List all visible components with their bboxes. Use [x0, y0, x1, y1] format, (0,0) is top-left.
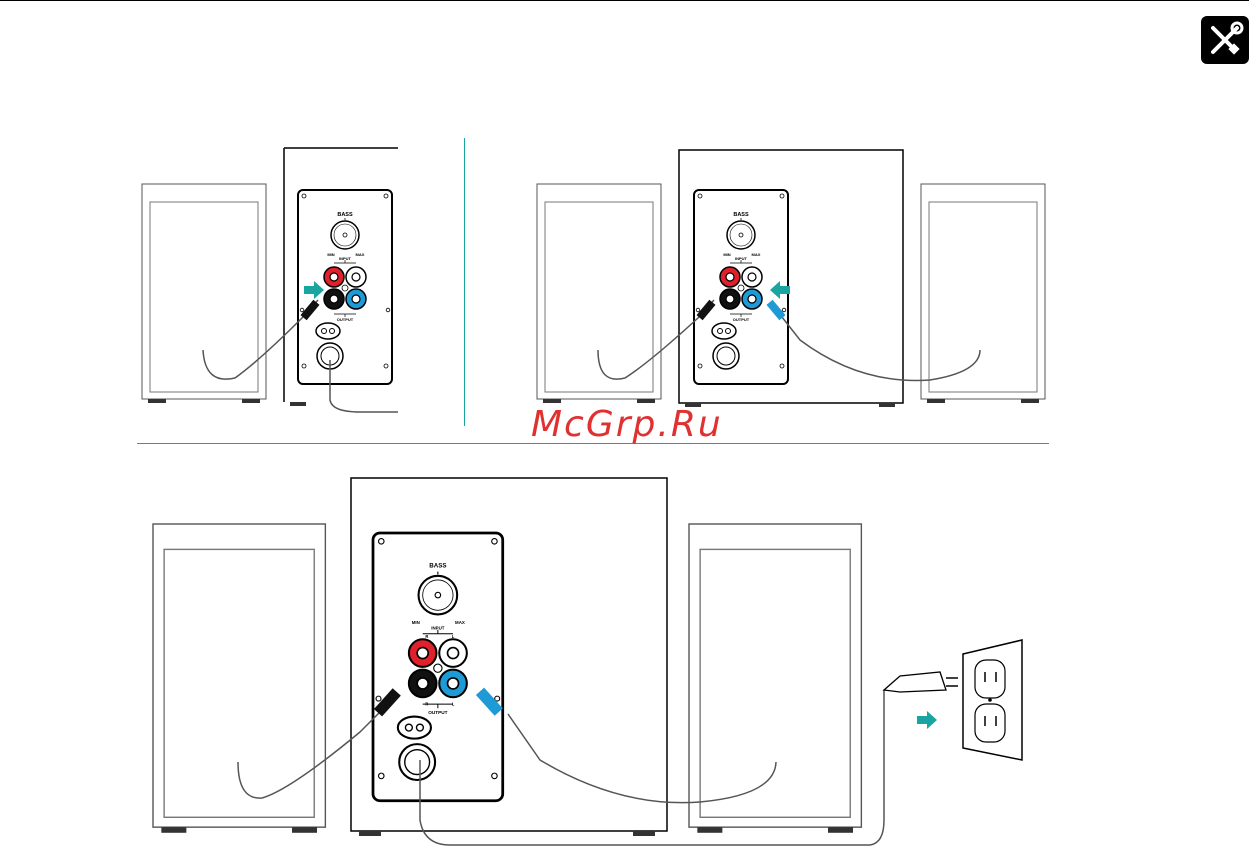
- min-label: MIN: [327, 252, 334, 257]
- min-label: MIN: [723, 252, 730, 257]
- input-label: INPUT: [431, 626, 445, 631]
- output-label: OUTPUT: [428, 710, 447, 715]
- left-satellite-speaker: [537, 184, 661, 403]
- subwoofer-rear-panel: BASS MIN MAX INPUT R L R L OUTPUT: [373, 533, 503, 801]
- max-label: MAX: [356, 252, 365, 257]
- min-label: MIN: [412, 620, 420, 625]
- bass-label: BASS: [429, 563, 446, 570]
- output-r-label: R: [425, 702, 428, 707]
- input-label: INPUT: [735, 256, 748, 261]
- watermark: McGrp.Ru: [531, 404, 723, 445]
- step-b: BASS MIN MAX INPUT OUTPUT: [537, 150, 1045, 407]
- max-label: MAX: [455, 620, 465, 625]
- max-label: MAX: [752, 252, 761, 257]
- input-r-label: R: [425, 634, 428, 639]
- left-satellite-speaker: [153, 524, 325, 833]
- input-label: INPUT: [339, 256, 352, 261]
- bass-label: BASS: [733, 212, 749, 218]
- right-satellite-speaker: [689, 524, 861, 833]
- left-satellite-speaker: [142, 184, 266, 403]
- bass-label: BASS: [337, 212, 353, 218]
- right-satellite-speaker: [921, 184, 1045, 403]
- step-a: BASS MIN MAX INPUT OUTPUT: [142, 148, 398, 412]
- wall-outlet: [963, 640, 1022, 760]
- arrow-right-icon: [917, 711, 937, 729]
- output-label: OUTPUT: [337, 317, 354, 322]
- power-plug: [884, 672, 958, 692]
- step-c: BASS MIN MAX INPUT R L R L OUTPUT: [153, 478, 1022, 845]
- output-label: OUTPUT: [733, 317, 750, 322]
